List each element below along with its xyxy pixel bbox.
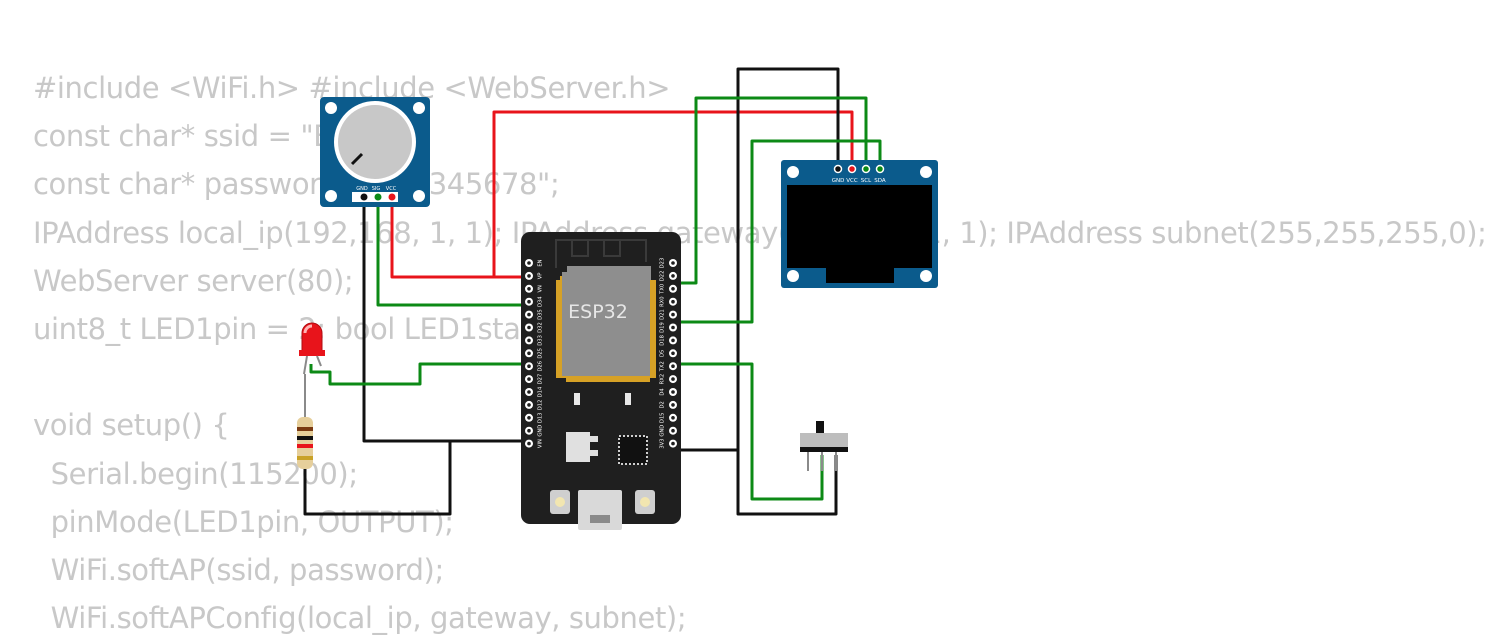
- esp32-pin-label: D2: [660, 401, 666, 408]
- esp32-pin-label: D18: [660, 335, 666, 346]
- esp32-pin-center: [527, 390, 531, 394]
- potentiometer-pin-label: SIG: [372, 186, 381, 192]
- code-line: void setup() {: [33, 408, 230, 443]
- esp32-pin-center: [527, 299, 531, 304]
- esp32-pin-label: TX0: [660, 284, 666, 295]
- esp32-pin-center: [527, 364, 531, 369]
- esp32-pin-center: [527, 325, 531, 330]
- esp32-pin-label: D22: [660, 271, 666, 282]
- esp32-pin-label: VN: [538, 285, 544, 293]
- code-line: WebServer server(80);: [33, 263, 354, 298]
- esp32-board: ESP32 ENVPVND34D35D32D33D25D26D27D14D12D…: [521, 232, 681, 530]
- wire-oled-gnd: [672, 67, 840, 452]
- wire-led-to-d25: [309, 362, 528, 386]
- esp32-pin-center: [671, 390, 675, 394]
- esp32-pin-label: D33: [538, 335, 544, 346]
- esp32-pin-label: D14: [538, 386, 544, 397]
- esp32-pin-center: [527, 428, 531, 433]
- wire-oled-sda-to-d21: [672, 139, 882, 324]
- esp32-pin-center: [671, 325, 675, 330]
- esp32-pin-center: [527, 274, 531, 278]
- esp32-pin-label: 3V3: [660, 439, 666, 449]
- code-line: pinMode(LED1pin, OUTPUT);: [33, 504, 454, 539]
- wire-resistor-gnd: [303, 441, 452, 516]
- esp32-pin-label: D23: [660, 258, 666, 269]
- esp32-pin-label: D12: [538, 400, 544, 411]
- esp32-pin-label: D4: [660, 388, 666, 396]
- esp32-pin-label: D5: [660, 350, 666, 357]
- esp32-pin-center: [527, 403, 531, 407]
- wire-oled-vcc: [492, 110, 854, 277]
- esp32-pin-center: [527, 338, 531, 343]
- esp32-pin-center: [527, 261, 531, 265]
- esp32-pin-center: [671, 261, 675, 265]
- esp32-pin-label: D35: [538, 309, 544, 320]
- wire-switch-signal: [672, 362, 824, 501]
- slide-switch: [800, 421, 848, 471]
- esp32-pin-center: [671, 441, 675, 446]
- esp32-pin-label: GND: [538, 425, 544, 437]
- esp32-pin-center: [527, 441, 531, 446]
- esp32-pin-center: [527, 312, 531, 317]
- wire-pot-gnd-to-gnd: [362, 198, 528, 443]
- wire-oled-scl-to-d22: [672, 96, 868, 285]
- resistor: [297, 374, 313, 469]
- esp32-pin-center: [527, 287, 531, 291]
- esp32-pin-center: [527, 351, 531, 356]
- esp32-pin-label: RX2: [660, 374, 666, 384]
- oled-pin-label: SCL: [861, 178, 872, 184]
- potentiometer: GND SIG VCC: [320, 97, 430, 207]
- esp32-pin-center: [671, 351, 675, 356]
- code-background: #include <WiFi.h> #include <WebServer.h>…: [33, 71, 1487, 635]
- esp32-pin-label: D13: [538, 412, 544, 423]
- esp32-pin-label: D15: [660, 412, 666, 423]
- esp32-pin-center: [527, 416, 531, 420]
- esp32-pin-label: D34: [538, 296, 544, 307]
- esp32-pin-center: [671, 312, 675, 317]
- esp32-pin-label: GND: [660, 425, 666, 437]
- esp32-pin-center: [671, 428, 675, 433]
- code-line: WiFi.softAP(ssid, password);: [33, 553, 445, 587]
- oled-pin-label: GND: [832, 178, 845, 184]
- esp32-pin-center: [527, 377, 531, 381]
- esp32-pin-label: D19: [660, 322, 666, 333]
- esp32-pin-label: EN: [538, 259, 544, 266]
- code-line: WiFi.softAPConfig(local_ip, gateway, sub…: [33, 601, 687, 635]
- esp32-pin-center: [671, 338, 675, 343]
- potentiometer-pin-label: VCC: [386, 186, 397, 192]
- esp32-pin-center: [671, 299, 675, 304]
- esp32-pin-label: D21: [660, 309, 666, 320]
- esp32-label: ESP32: [568, 301, 628, 323]
- esp32-pin-center: [671, 377, 675, 381]
- esp32-pin-label: D25: [538, 348, 544, 359]
- esp32-module-pads: [556, 280, 656, 382]
- potentiometer-pin-label: GND: [356, 186, 368, 192]
- esp32-pin-label: D26: [538, 361, 544, 372]
- esp32-pin-center: [671, 403, 675, 407]
- potentiometer-pin-labels: GND SIG VCC: [356, 186, 396, 192]
- esp32-pin-label: D32: [538, 322, 544, 333]
- esp32-pin-label: VIN: [538, 439, 544, 448]
- esp32-pin-label: RX0: [660, 296, 666, 306]
- esp32-pin-center: [671, 364, 675, 369]
- oled-pin-label: SDA: [874, 178, 886, 184]
- red-led: [299, 322, 325, 375]
- esp32-pin-center: [671, 416, 675, 420]
- code-line: #include <WiFi.h> #include <WebServer.h>: [33, 71, 671, 105]
- esp32-pin-center: [671, 274, 675, 278]
- esp32-pin-label: D27: [538, 374, 544, 385]
- esp32-pin-label: TX2: [660, 361, 666, 372]
- wire-pot-sig-to-d34: [376, 198, 528, 307]
- oled-pin-label: VCC: [846, 178, 858, 184]
- esp32-pin-center: [671, 287, 675, 291]
- esp32-pin-label: VP: [538, 273, 544, 280]
- wires: [303, 67, 882, 516]
- wire-switch-gnd: [736, 450, 838, 516]
- wire-pot-vcc-to-vp: [390, 198, 528, 279]
